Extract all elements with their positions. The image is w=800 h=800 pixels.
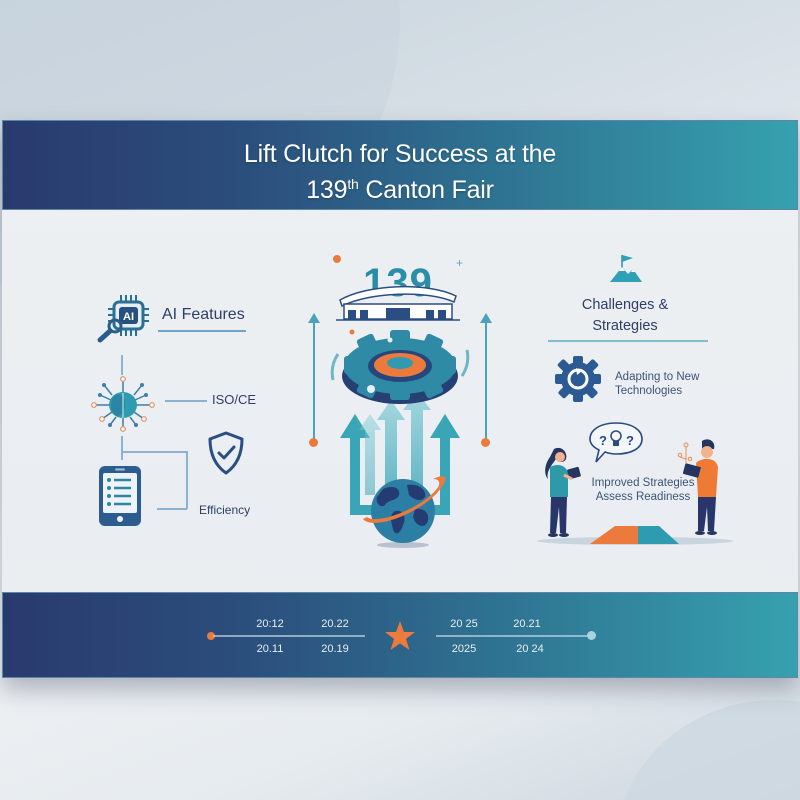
gear-icon: [330, 320, 470, 412]
svg-text:+: +: [456, 256, 463, 270]
ai-features-label: AI Features: [162, 306, 245, 323]
heading-line-1: Challenges &: [581, 297, 669, 313]
connector-line: [165, 400, 207, 402]
woman-tablet-icon: [540, 445, 588, 537]
globe-icon: [355, 467, 451, 549]
svg-text:AI: AI: [123, 311, 134, 323]
svg-text:?: ?: [626, 433, 634, 448]
connector-line: [121, 436, 123, 460]
heading-line-2: Strategies: [592, 318, 658, 334]
title-banner: Lift Clutch for Success at the 139th Can…: [2, 120, 798, 210]
timeline-date: 2025: [451, 643, 477, 655]
efficiency-label: Efficiency: [199, 503, 251, 517]
adapting-line-2: Technologies: [615, 385, 683, 397]
timeline-date: 20 25: [450, 618, 478, 630]
shield-check-icon: [207, 431, 245, 475]
background-arc: [615, 700, 800, 800]
arrow-up-icon: [480, 310, 492, 328]
stadium-icon: + 139: [328, 252, 468, 324]
connector-line: [186, 451, 188, 509]
title-line-1: Lift Clutch for Success at the: [243, 140, 557, 168]
iso-ce-label: ISO/CE: [212, 392, 257, 407]
title-suffix: th: [347, 176, 359, 192]
timeline-line-left: [213, 635, 365, 637]
divider: [158, 330, 246, 332]
stadium-number: 139: [363, 261, 433, 305]
timeline-date: 20:12: [256, 618, 284, 630]
gear-refresh-icon: [552, 354, 604, 404]
improved-line-1: Improved Strategies: [591, 477, 695, 489]
podium-platform-icon: [535, 520, 735, 546]
star-icon: [384, 620, 416, 652]
challenges-heading: Challenges & Strategies: [560, 295, 690, 337]
brain-network-icon: [90, 375, 156, 433]
timeline-date: 20.19: [321, 643, 349, 655]
mountain-flag-icon: [608, 253, 644, 283]
left-arrow-line: [313, 318, 315, 440]
orange-dot: [309, 438, 318, 447]
timeline-line-right: [436, 635, 590, 637]
thought-bubble-lightbulb-icon: ? ?: [588, 420, 644, 466]
timeline-date: 20.21: [513, 618, 541, 630]
connector-line: [121, 451, 187, 453]
arrow-up-icon: [308, 310, 320, 328]
connector-line: [121, 355, 123, 375]
right-arrow-line: [485, 318, 487, 440]
man-tablet-icon: [676, 435, 726, 535]
svg-text:?: ?: [599, 433, 607, 448]
tablet-checklist-icon: [98, 465, 142, 527]
improved-line-2: Assess Readiness: [595, 491, 691, 503]
ai-chip-magnifier-icon: AI: [94, 293, 152, 343]
up-arrows-icon: [325, 392, 475, 532]
title-rest: Canton Fair: [358, 176, 494, 204]
timeline-end-dot: [587, 631, 596, 640]
improved-strategies-label: Improved Strategies Assess Readiness: [588, 476, 698, 504]
divider: [548, 340, 708, 342]
orange-dot: [481, 438, 490, 447]
timeline-date: 20.22: [321, 618, 349, 630]
timeline-date: 20 24: [516, 643, 544, 655]
adapting-line-1: Adapting to New: [615, 371, 700, 383]
page-title: Lift Clutch for Success at the 139th Can…: [3, 139, 797, 205]
connector-line: [157, 508, 187, 510]
timeline-date: 20.11: [256, 643, 284, 655]
timeline-start-dot: [207, 632, 215, 640]
title-line-2: 139th Canton Fair: [3, 169, 797, 205]
adapting-label: Adapting to New Technologies: [615, 370, 699, 398]
title-number: 139: [306, 176, 348, 204]
